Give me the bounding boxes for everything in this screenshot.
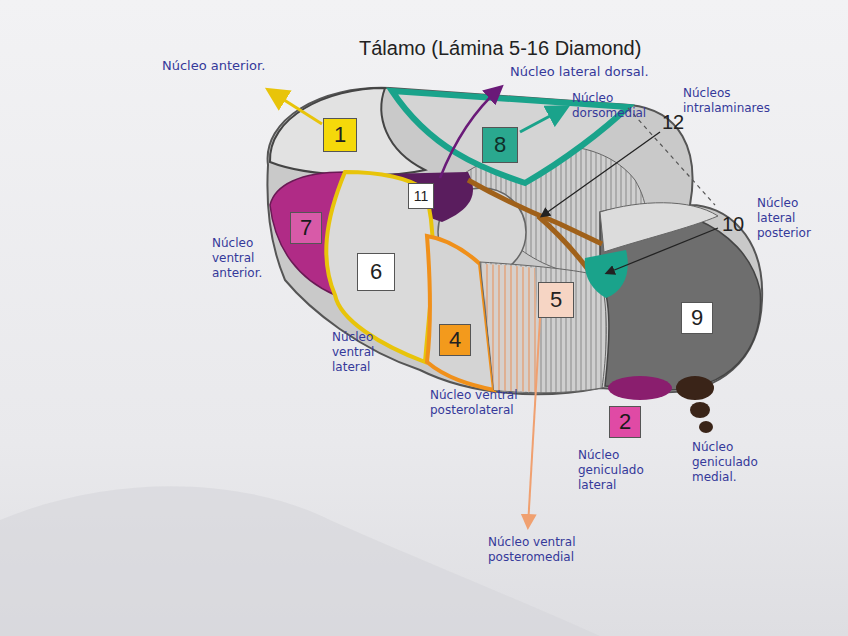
structure-label: Núcleo lateral dorsal. (510, 64, 690, 80)
structure-label: Núcleo ventral posterolateral (430, 388, 542, 418)
callout-number: 1 (334, 122, 346, 148)
callout-number: 2 (619, 409, 631, 435)
callout-number: 11 (414, 188, 429, 204)
callout-number: 4 (449, 327, 461, 353)
callout-box: 4 (439, 324, 471, 356)
callout-box: 9 (681, 302, 713, 334)
structure-label: Núcleo ventral anterior. (212, 236, 294, 281)
diagram-title: Tálamo (Lámina 5-16 Diamond) (359, 36, 641, 61)
callout-number: 10 (722, 212, 762, 237)
callout-number: 6 (370, 259, 382, 285)
callout-box: 5 (538, 282, 574, 318)
callout-number: 7 (300, 215, 312, 241)
structure-label: Núcleos intralaminares (683, 86, 801, 116)
structure-label: Núcleo geniculado medial. (692, 440, 790, 485)
callout-number: 5 (550, 287, 562, 313)
callout-box: 11 (408, 183, 434, 209)
callout-box: 2 (609, 406, 641, 438)
callout-box: 7 (290, 212, 322, 244)
callout-number: 9 (691, 305, 703, 331)
structure-label: Núcleo ventral posteromedial (488, 535, 616, 565)
structure-label: Núcleo lateral posterior (757, 196, 835, 241)
structure-label: Núcleo anterior. (162, 58, 302, 74)
structure-label: Núcleo ventral lateral (332, 330, 398, 375)
structure-label: Núcleo dorsomedial (572, 91, 658, 121)
callout-number: 8 (494, 132, 506, 158)
structure-label: Núcleo geniculado lateral (578, 448, 668, 493)
callout-box: 8 (482, 127, 518, 163)
callout-number: 12 (662, 110, 702, 135)
callout-box: 1 (323, 118, 357, 152)
callout-box: 6 (357, 253, 395, 291)
